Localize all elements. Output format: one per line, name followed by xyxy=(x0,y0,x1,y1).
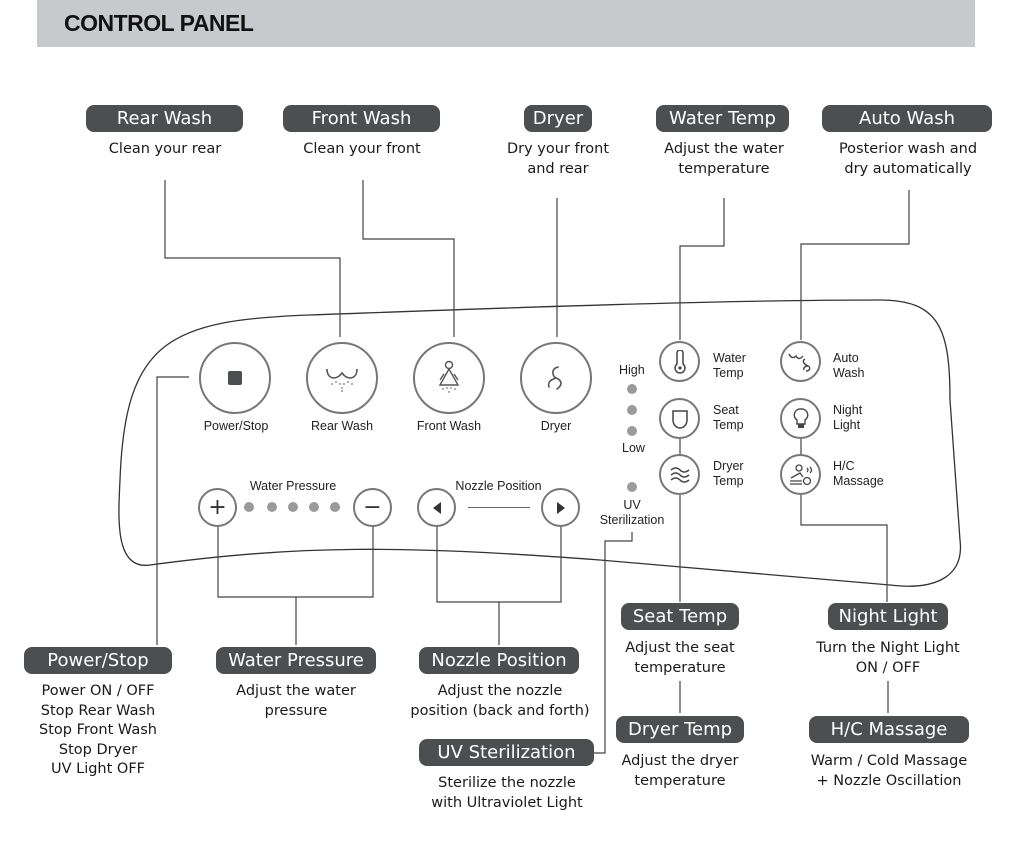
connector-uv xyxy=(594,532,633,754)
temp-level-dot xyxy=(627,405,637,415)
connector-water-temp xyxy=(679,198,725,340)
thermometer-icon xyxy=(673,349,686,374)
callout-desc-night-light: Turn the Night Light ON / OFF xyxy=(816,640,960,676)
connector-night-light xyxy=(800,437,888,602)
fan-icon xyxy=(547,366,562,390)
temp-level-dot xyxy=(627,426,637,436)
callout-desc-uv-sterilization: Sterilize the nozzle with Ultraviolet Li… xyxy=(431,775,583,811)
pressure-level-dot xyxy=(244,502,254,512)
callout-title-auto-wash: Auto Wash xyxy=(822,105,992,132)
water-pressure-label: Water Pressure xyxy=(249,479,337,493)
callout-title-nozzle-position: Nozzle Position xyxy=(419,647,579,674)
rear-wash-button[interactable] xyxy=(306,342,378,414)
nozzle-track xyxy=(468,507,530,508)
callout-title-rear-wash: Rear Wash xyxy=(86,105,243,132)
rear-wash-label: Rear Wash xyxy=(310,419,374,433)
callout-desc-nozzle-position: Adjust the nozzle position (back and for… xyxy=(410,683,590,719)
pressure-level-dot xyxy=(330,502,340,512)
pressure-level-dot xyxy=(288,502,298,512)
connector-auto-wash xyxy=(800,190,910,340)
callout-title-dryer-temp: Dryer Temp xyxy=(616,716,744,743)
power-stop-button[interactable] xyxy=(199,342,271,414)
nozzle-forward-button[interactable] xyxy=(541,488,580,527)
auto-wash-icon xyxy=(787,353,810,372)
callout-title-dryer: Dryer xyxy=(524,105,592,132)
callout-desc-hc-massage: Warm / Cold Massage + Nozzle Oscillation xyxy=(810,753,968,789)
uv-sterilization-label: UV Sterilization xyxy=(599,498,665,527)
massage-icon xyxy=(789,463,812,485)
callout-title-uv-sterilization: UV Sterilization xyxy=(419,739,594,766)
connector-water-pressure xyxy=(217,527,374,645)
callout-title-water-temp: Water Temp xyxy=(656,105,789,132)
callout-title-seat-temp: Seat Temp xyxy=(621,603,739,630)
minus-icon: − xyxy=(363,495,382,520)
page-title: CONTROL PANEL xyxy=(64,10,254,36)
callout-title-hc-massage: H/C Massage xyxy=(809,716,969,743)
callout-desc-dryer: Dry your front and rear xyxy=(506,141,610,177)
temp-level-dot xyxy=(627,384,637,394)
connector-front-wash xyxy=(362,180,455,337)
water-temp-button[interactable] xyxy=(659,341,700,382)
callout-desc-water-pressure: Adjust the water pressure xyxy=(236,683,356,719)
night-light-label: Night Light xyxy=(833,403,863,432)
callout-title-water-pressure: Water Pressure xyxy=(216,647,376,674)
seat-temp-label: Seat Temp xyxy=(713,403,744,432)
dryer-temp-button[interactable] xyxy=(659,454,700,495)
heat-waves-icon xyxy=(670,466,689,483)
water-pressure-plus-button[interactable]: + xyxy=(198,488,237,527)
callout-desc-rear-wash: Clean your rear xyxy=(108,141,222,157)
plus-icon: + xyxy=(208,495,227,520)
light-bulb-icon xyxy=(793,407,808,428)
dryer-temp-label: Dryer Temp xyxy=(713,459,744,488)
callout-desc-power-stop: Power ON / OFF Stop Rear Wash Stop Front… xyxy=(39,683,157,777)
callout-desc-auto-wash: Posterior wash and dry automatically xyxy=(838,141,978,177)
water-temp-label: Water Temp xyxy=(713,351,746,380)
seat-temp-button[interactable] xyxy=(659,398,700,439)
nozzle-back-button[interactable] xyxy=(417,488,456,527)
stop-square-icon xyxy=(228,371,242,385)
triangle-right-icon xyxy=(556,501,565,514)
front-wash-label: Front Wash xyxy=(416,419,482,433)
power-stop-label: Power/Stop xyxy=(203,419,269,433)
dryer-label: Dryer xyxy=(540,419,572,433)
indicator-high-label: High xyxy=(619,363,645,377)
connector-nozzle xyxy=(436,527,562,645)
rear-wash-icon xyxy=(326,368,358,392)
callout-title-night-light: Night Light xyxy=(828,603,948,630)
auto-wash-button[interactable] xyxy=(780,341,821,382)
callout-title-power-stop: Power/Stop xyxy=(24,647,172,674)
pressure-level-dot xyxy=(309,502,319,512)
nozzle-position-label: Nozzle Position xyxy=(455,479,542,493)
triangle-left-icon xyxy=(432,501,441,514)
hc-massage-button[interactable] xyxy=(780,454,821,495)
indicator-low-label: Low xyxy=(622,441,645,455)
water-pressure-minus-button[interactable]: − xyxy=(353,488,392,527)
seat-icon xyxy=(671,409,688,429)
auto-wash-label: Auto Wash xyxy=(833,351,865,380)
front-wash-button[interactable] xyxy=(413,342,485,414)
night-light-button[interactable] xyxy=(780,398,821,439)
callout-desc-dryer-temp: Adjust the dryer temperature xyxy=(621,753,739,789)
callout-desc-seat-temp: Adjust the seat temperature xyxy=(625,640,735,676)
panel-outline xyxy=(118,299,962,587)
front-wash-icon xyxy=(438,360,460,393)
uv-indicator-dot xyxy=(627,482,637,492)
pressure-level-dot xyxy=(267,502,277,512)
hc-massage-label: H/C Massage xyxy=(833,459,884,488)
callout-title-front-wash: Front Wash xyxy=(283,105,440,132)
callout-desc-front-wash: Clean your front xyxy=(303,141,421,157)
dryer-button[interactable] xyxy=(520,342,592,414)
callout-desc-water-temp: Adjust the water temperature xyxy=(664,141,784,177)
connector-power-stop xyxy=(156,376,189,645)
header-bar: CONTROL PANEL xyxy=(37,0,975,47)
connector-rear-wash xyxy=(164,180,341,337)
